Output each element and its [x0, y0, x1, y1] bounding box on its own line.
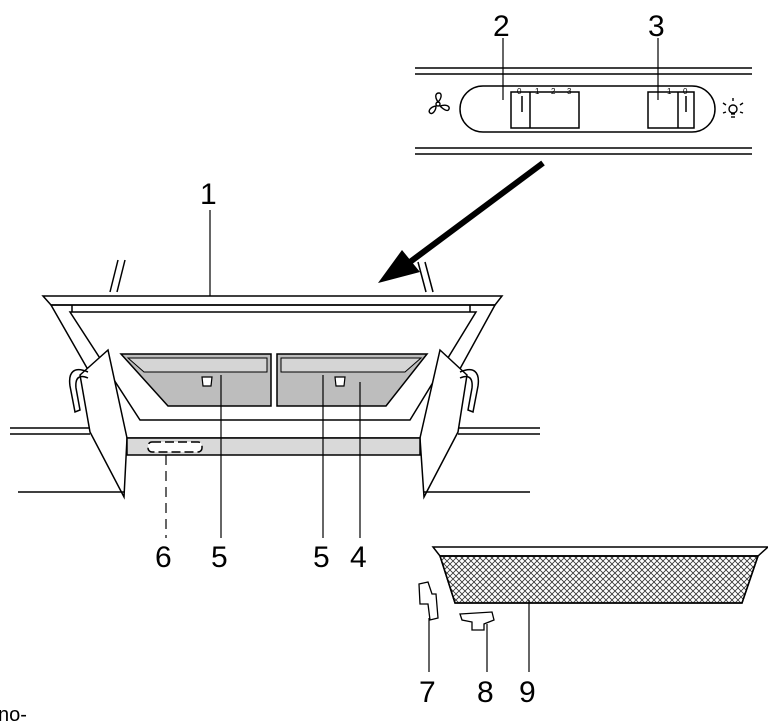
callout-2: 2: [493, 10, 510, 43]
fan-scale-label: 3: [567, 87, 572, 96]
callout-5-right: 5: [313, 541, 330, 574]
bulb-icon: [722, 98, 744, 118]
fan-speed-slider[interactable]: [510, 91, 580, 129]
fan-scale-label: 2: [551, 87, 556, 96]
callout-3: 3: [648, 10, 665, 43]
fan-scale-label: 1: [535, 87, 540, 96]
callout-7: 7: [419, 676, 436, 709]
range-hood: [10, 259, 540, 500]
grease-filter-left[interactable]: [119, 353, 272, 407]
callout-1: 1: [200, 178, 217, 211]
fan-scale-label: 0: [517, 87, 522, 96]
charcoal-filter: [431, 546, 768, 604]
callout-5-left: 5: [211, 541, 228, 574]
callout-6: 6: [155, 541, 172, 574]
light-scale-label: 1: [667, 87, 672, 96]
light-scale-label: 0: [683, 87, 688, 96]
callout-8: 8: [477, 676, 494, 709]
fan-icon: [428, 92, 450, 115]
filter-clip: [418, 581, 439, 621]
control-panel: [415, 67, 752, 155]
pointer-arrow: [378, 160, 545, 283]
grease-filter-right[interactable]: [276, 353, 429, 407]
callout-4: 4: [350, 541, 367, 574]
light-switch-cover[interactable]: [147, 441, 203, 453]
callout-9: 9: [519, 676, 536, 709]
filter-latch: [459, 611, 495, 631]
cropped-text: no-: [0, 704, 27, 726]
switch-track: [459, 85, 716, 133]
light-switch[interactable]: [647, 91, 695, 129]
